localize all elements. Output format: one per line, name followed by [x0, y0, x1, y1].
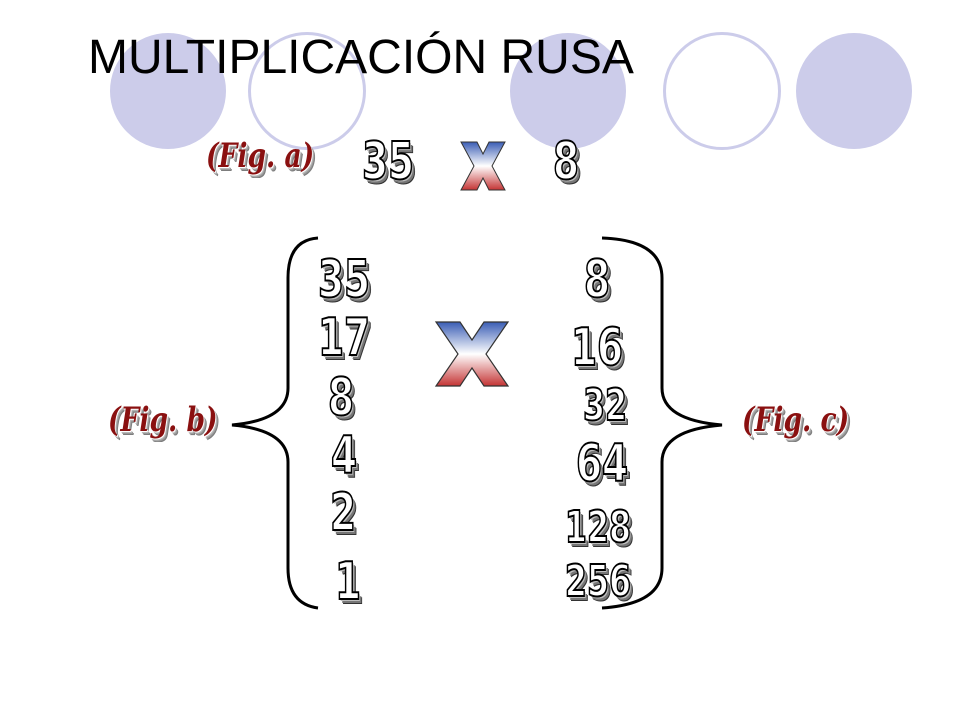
doubling-value: 16 — [570, 317, 624, 379]
doubling-value: 32 — [582, 379, 628, 432]
fig-b-label: (Fig. b) — [108, 400, 218, 440]
times-icon: X — [460, 141, 506, 191]
doubling-value: 128 — [564, 501, 632, 554]
decor-circle-outline-1 — [248, 32, 366, 150]
decor-circle-filled-3 — [796, 33, 912, 149]
halving-value: 35 — [317, 249, 371, 311]
halving-value: 1 — [334, 551, 362, 613]
halving-value: 17 — [317, 307, 371, 369]
decor-circle-filled-1 — [110, 33, 226, 149]
doubling-value: 8 — [583, 249, 611, 311]
fig-c-label: (Fig. c) — [742, 400, 850, 440]
halving-value: 8 — [327, 367, 355, 429]
right-brace — [601, 236, 723, 610]
doubling-value: 64 — [575, 433, 629, 495]
times-icon: X — [434, 321, 510, 387]
halving-value: 2 — [329, 482, 357, 544]
equation-left-operand: 35 — [361, 131, 415, 193]
slide-title: MULTIPLICACIÓN RUSA — [88, 31, 634, 84]
decor-circle-filled-2 — [510, 33, 626, 149]
equation-right-operand: 8 — [552, 131, 580, 193]
doubling-value: 256 — [564, 555, 632, 608]
decor-circle-outline-2 — [663, 32, 781, 150]
left-brace — [231, 236, 319, 610]
halving-value: 4 — [330, 425, 358, 487]
fig-a-label: (Fig. a) — [206, 136, 315, 176]
